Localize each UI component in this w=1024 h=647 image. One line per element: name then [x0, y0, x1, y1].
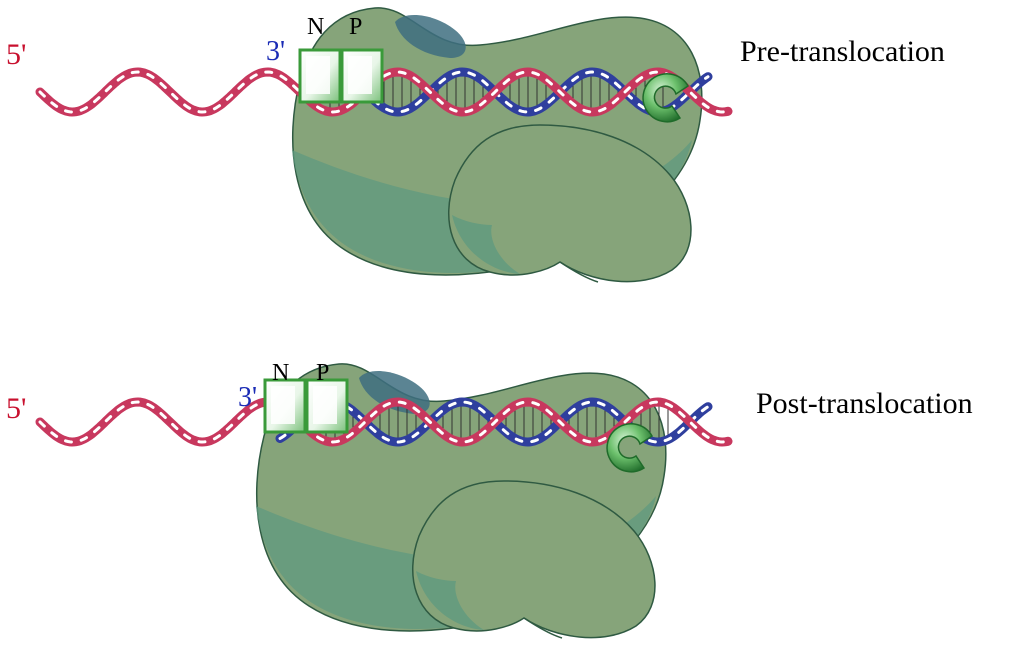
site-n-label-post: N: [272, 360, 290, 386]
clamp-domain: [606, 423, 653, 473]
site-p-label-post: P: [316, 360, 330, 386]
template-strand-highlight: [38, 70, 730, 114]
polymerase-thumb-shadow: [416, 571, 484, 630]
site-box-highlight: [271, 386, 295, 424]
primer-strand-highlight: [318, 70, 710, 114]
site-box-highlight: [348, 56, 372, 94]
three-prime-label-post: 3': [238, 382, 258, 413]
polymerase-thumb-shadow: [452, 215, 520, 274]
site-p-label-pre: P: [349, 14, 363, 40]
site-box-highlight: [306, 56, 330, 94]
nucleic-acid-pre: [35, 48, 733, 123]
polymerase-thumb-crease: [559, 261, 599, 283]
state-label-pre: Pre-translocation: [740, 35, 945, 68]
five-prime-label-post: 5': [6, 392, 27, 425]
polymerase-thumb: [412, 480, 656, 639]
three-prime-label-pre: 3': [266, 36, 286, 67]
clamp-domain: [642, 73, 689, 123]
polymerase-thumb-crease: [523, 617, 563, 639]
nucleic-acid-post: [35, 378, 733, 473]
state-label-post: Post-translocation: [756, 387, 973, 420]
site-n-label-pre: N: [307, 14, 325, 40]
site-box-highlight: [313, 386, 337, 424]
five-prime-label-pre: 5': [6, 38, 27, 71]
polymerase-thumb: [448, 124, 692, 283]
polymerase-pocket: [395, 15, 466, 59]
